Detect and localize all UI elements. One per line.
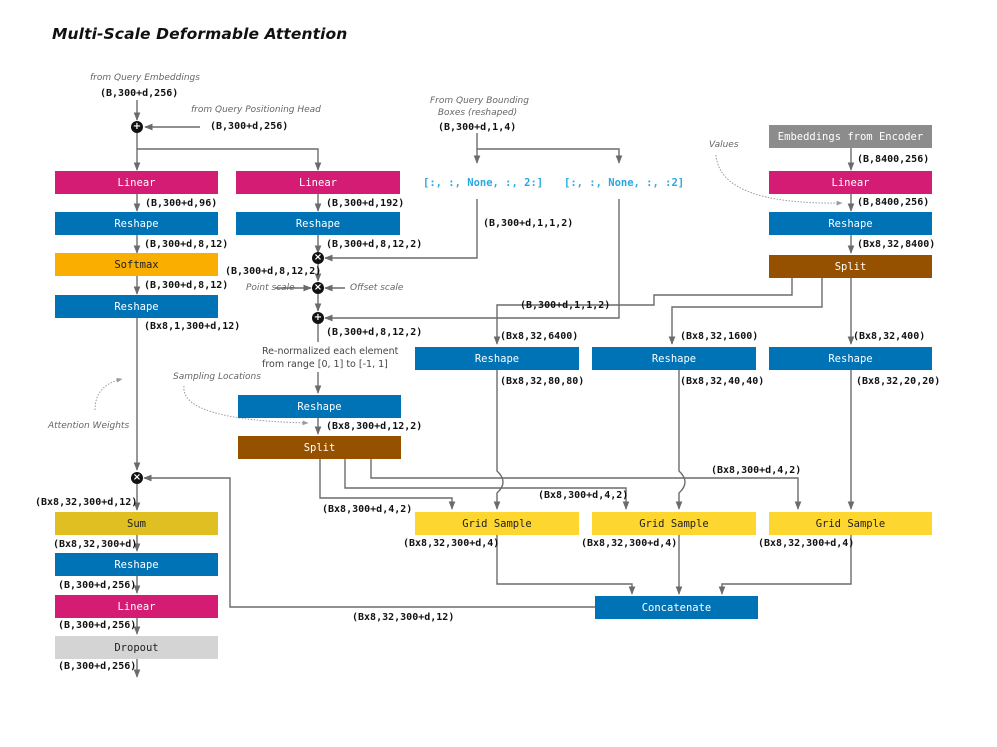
shape-label: (B,300+d,256) (58, 620, 137, 631)
encoder-embeddings-box: Embeddings from Encoder (769, 125, 932, 148)
renormalize-note: Re-normalized each element from range [0… (262, 345, 399, 371)
shape-label: (B,300+d,8,12) (144, 239, 229, 250)
shape-label: (Bx8,32,40,40) (680, 376, 765, 387)
linear-value-box: Linear (769, 171, 932, 194)
query-bboxes-label-line2: Boxes (reshaped) (437, 108, 518, 118)
linear-output-box: Linear (55, 595, 218, 618)
shape-label: (Bx8,32,8400) (857, 239, 936, 250)
shape-label: (Bx8,300+d,4,2) (322, 504, 413, 515)
shape-label: (Bx8,32,1600) (680, 331, 759, 342)
shape-label: (B,300+d,8,12) (144, 280, 229, 291)
diagram-title: Multi-Scale Deformable Attention (52, 25, 348, 43)
renormalize-note-line1: Re-normalized each element (262, 346, 399, 357)
shape-label: (B,300+d,8,12,2) (326, 327, 423, 338)
linear-offset-box: Linear (236, 171, 400, 194)
shape-label: (Bx8,32,300+d,4) (758, 538, 855, 549)
slice-xy: [:, :, None, :, :2] (564, 177, 685, 189)
query-bboxes-label: From Query Bounding Boxes (reshaped) (430, 95, 529, 119)
sum-box: Sum (55, 512, 218, 535)
shape-label: (Bx8,300+d,4,2) (538, 490, 629, 501)
reshape-level-2-box: Reshape (592, 347, 756, 370)
reshape-output-box: Reshape (55, 553, 218, 576)
multiply-operator: × (131, 472, 143, 484)
query-positioning-label: from Query Positioning Head (191, 105, 321, 115)
attention-weights-pointer (94, 377, 123, 411)
query-bboxes-shape: (B,300+d,1,4) (438, 122, 517, 133)
slice-wh: [:, :, None, :, 2:] (423, 177, 544, 189)
shape-label: (B,300+d,256) (58, 580, 137, 591)
shape-label: (B,300+d,192) (326, 198, 405, 209)
shape-label: (Bx8,300+d,4,2) (711, 465, 802, 476)
shape-label: (B,300+d,256) (58, 661, 137, 672)
wire-add-to-linear2 (137, 148, 322, 171)
reshape-offset-box: Reshape (236, 212, 400, 235)
grid-sample-level-3-box: Grid Sample (769, 512, 932, 535)
shape-label: (Bx8,32,80,80) (500, 376, 585, 387)
shape-label: (Bx8,32,300+d,12) (35, 497, 138, 508)
grid-sample-level-2-box: Grid Sample (592, 512, 756, 535)
linear-attention-box: Linear (55, 171, 218, 194)
shape-label: (Bx8,32,300+d) (53, 539, 138, 550)
sampling-locations-pointer (183, 385, 309, 426)
shape-label: (Bx8,1,300+d,12) (144, 321, 241, 332)
shape-label: (B,300+d,1,1,2) (520, 300, 611, 311)
shape-label: (B,300+d,96) (145, 198, 218, 209)
shape-label: (B,8400,256) (857, 197, 930, 208)
shape-label: (Bx8,32,400) (853, 331, 926, 342)
values-note: Values (709, 140, 739, 150)
shape-label: (Bx8,32,300+d,4) (403, 538, 500, 549)
add-operator: + (131, 121, 143, 133)
query-positioning-shape: (B,300+d,256) (210, 121, 289, 132)
sampling-locations-note: Sampling Locations (173, 372, 261, 382)
shape-label: (B,300+d,8,12,2) (225, 266, 322, 277)
shape-label: (Bx8,32,300+d,12) (352, 612, 455, 623)
shape-label: (B,8400,256) (857, 154, 930, 165)
query-bboxes-label-line1: From Query Bounding (430, 96, 529, 106)
query-embeddings-shape: (B,300+d,256) (100, 88, 179, 99)
add-operator: + (312, 312, 324, 324)
shape-label: (B,300+d,1,1,2) (483, 218, 574, 229)
query-embeddings-label: from Query Embeddings (90, 73, 200, 83)
grid-sample-level-1-box: Grid Sample (415, 512, 579, 535)
softmax-box: Softmax (55, 253, 218, 276)
multiply-operator: × (312, 252, 324, 264)
reshape-level-1-box: Reshape (415, 347, 579, 370)
point-scale-label: Point scale (246, 283, 295, 293)
dropout-box: Dropout (55, 636, 218, 659)
values-pointer (715, 154, 843, 206)
shape-label: (B,300+d,8,12,2) (326, 239, 423, 250)
reshape-sampling-box: Reshape (238, 395, 401, 418)
concatenate-box: Concatenate (595, 596, 758, 619)
reshape-attention-box: Reshape (55, 212, 218, 235)
reshape-attention-box-2: Reshape (55, 295, 218, 318)
multiply-operator: × (312, 282, 324, 294)
attention-weights-note: Attention Weights (48, 421, 130, 431)
reshape-value-box: Reshape (769, 212, 932, 235)
split-sampling-box: Split (238, 436, 401, 459)
shape-label: (Bx8,300+d,12,2) (326, 421, 423, 432)
reshape-level-3-box: Reshape (769, 347, 932, 370)
shape-label: (Bx8,32,300+d,4) (581, 538, 678, 549)
shape-label: (Bx8,32,20,20) (856, 376, 941, 387)
offset-scale-label: Offset scale (350, 283, 404, 293)
shape-label: (Bx8,32,6400) (500, 331, 579, 342)
renormalize-note-line2: from range [0, 1] to [-1, 1] (262, 359, 388, 370)
split-value-box: Split (769, 255, 932, 278)
